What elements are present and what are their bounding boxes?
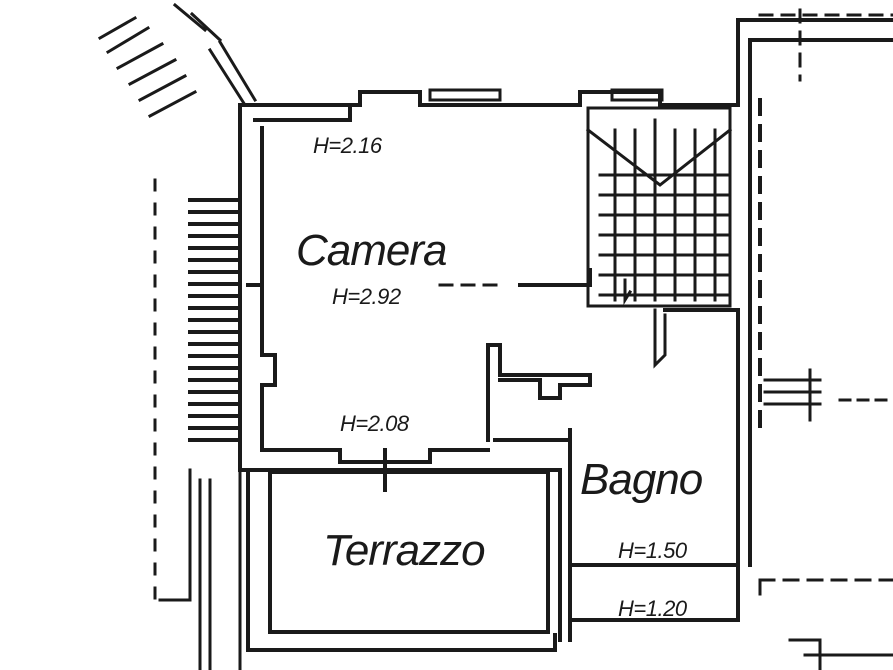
- top-windows: [428, 88, 664, 102]
- bagno-height-lower: H=1.20: [618, 596, 687, 621]
- camera-height-corner: H=2.16: [313, 133, 382, 158]
- exterior-stair-top-left: [97, 2, 258, 119]
- internal-staircase: [585, 106, 733, 369]
- camera-walls: [246, 126, 592, 464]
- bagno-height-upper: H=1.50: [618, 538, 687, 563]
- camera-height-center: H=2.92: [332, 284, 401, 309]
- left-stair-treads: [188, 198, 242, 442]
- right-side-marks: [758, 368, 893, 670]
- left-lower-frame: [158, 468, 242, 670]
- terrazzo-label: Terrazzo: [323, 526, 486, 575]
- terrazzo-outline: [246, 448, 557, 652]
- camera-label: Camera: [296, 226, 447, 275]
- top-right-dashed: [758, 8, 893, 82]
- bagno-walls: [493, 308, 740, 642]
- camera-height-bottom: H=2.08: [340, 411, 409, 436]
- bagno-label: Bagno: [580, 455, 703, 504]
